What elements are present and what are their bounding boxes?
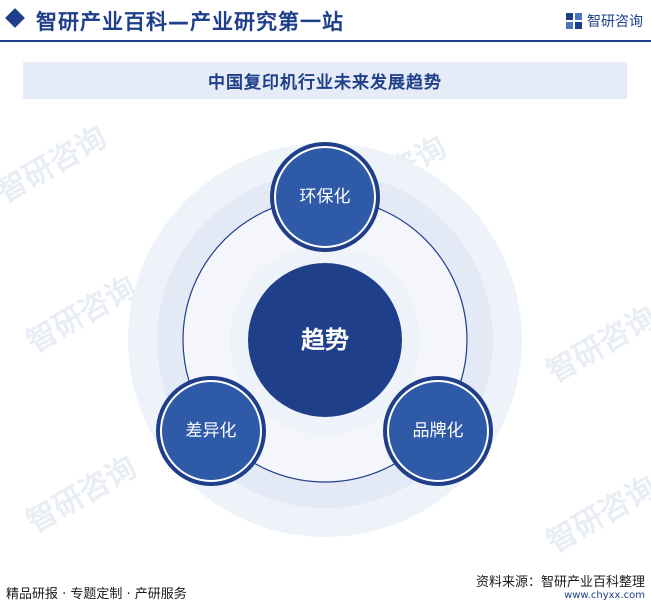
header: 智研产业百科—产业研究第一站 智研咨询 [0,0,651,42]
header-brand: 智研咨询 [565,11,643,31]
node-brand [387,380,489,482]
node-eco [274,146,376,248]
page-title: 中国复印机行业未来发展趋势 [208,73,442,93]
node-diff [160,380,262,482]
footer-source-block: 资料来源：智研产业百科整理 www.chyxx.com [476,571,645,601]
header-divider [0,40,651,42]
title-bar: 中国复印机行业未来发展趋势 [23,62,627,99]
node-diff-label: 差异化 [186,421,237,441]
node-brand-label: 品牌化 [413,421,464,441]
center-circle [248,263,402,417]
footer-url[interactable]: www.chyxx.com [564,590,645,601]
brand-logo-icon [566,13,582,29]
header-title: 智研产业百科—产业研究第一站 [36,10,344,34]
footer-source: 资料来源：智研产业百科整理 [475,575,645,590]
footer-services: 精品研报 · 专题定制 · 产研服务 [6,587,187,602]
footer: 精品研报 · 专题定制 · 产研服务 资料来源：智研产业百科整理 www.chy… [0,575,651,604]
node-eco-label: 环保化 [300,187,351,207]
brand-name: 智研咨询 [587,14,643,30]
center-label: 趋势 [301,326,349,354]
